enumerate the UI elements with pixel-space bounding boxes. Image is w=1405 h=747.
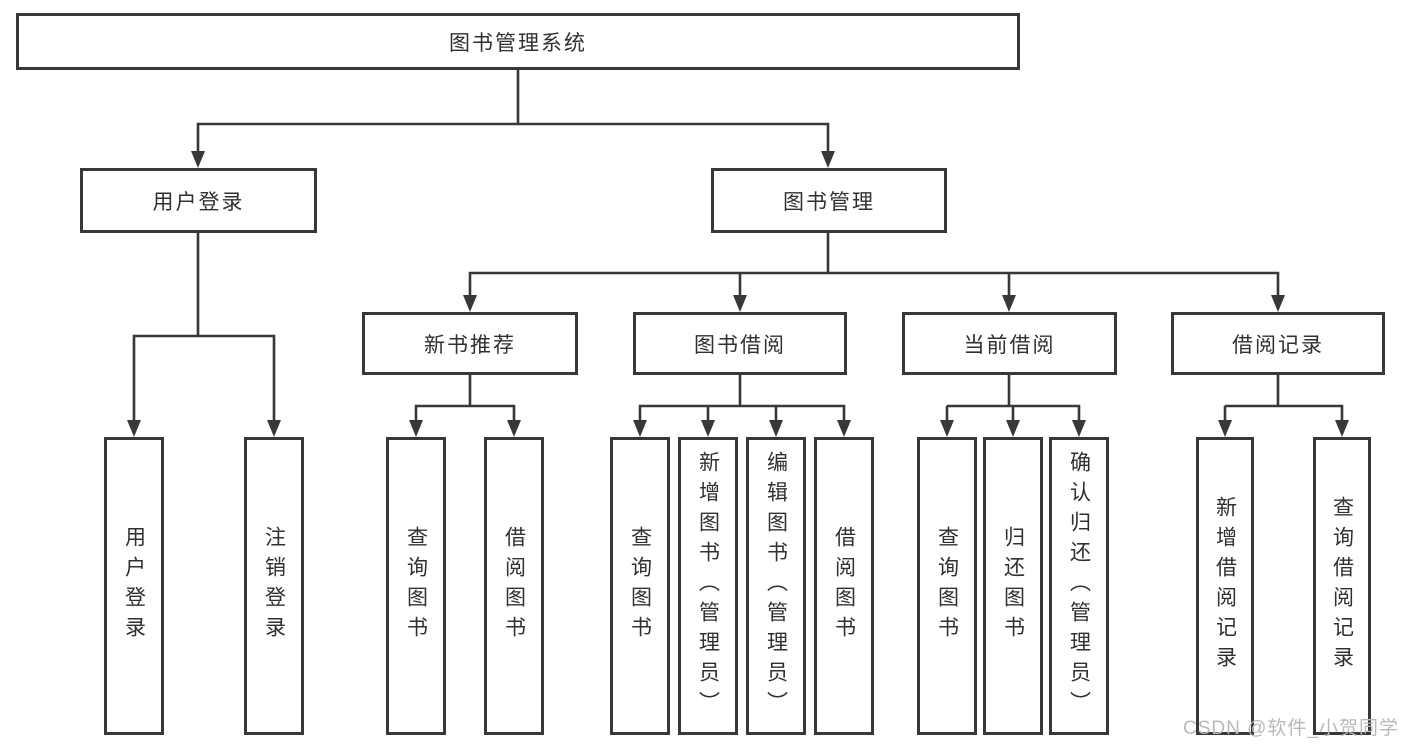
node-label: 查询图书 (628, 526, 652, 646)
node-label: 借阅记录 (1232, 333, 1324, 357)
node-label: 确认归还（管理员） (1067, 451, 1091, 721)
leaf-query-books-borrowing: 查询图书 (610, 437, 670, 735)
node-label: 新增借阅记录 (1213, 496, 1237, 676)
node-label: 新书推荐 (424, 333, 516, 357)
node-current-borrowing: 当前借阅 (902, 312, 1117, 375)
node-label: 查询图书 (404, 526, 428, 646)
node-book-borrowing: 图书借阅 (633, 312, 847, 375)
node-label: 用户登录 (122, 526, 146, 646)
node-label: 用户登录 (152, 190, 245, 214)
node-user-login: 用户登录 (80, 168, 317, 233)
leaf-query-borrow-record: 查询借阅记录 (1313, 437, 1371, 735)
node-label: 注销登录 (262, 526, 286, 646)
node-label: 归还图书 (1001, 526, 1025, 646)
leaf-add-borrow-record: 新增借阅记录 (1196, 437, 1254, 735)
node-label: 借阅图书 (832, 526, 856, 646)
node-label: 借阅图书 (502, 526, 526, 646)
node-label: 查询借阅记录 (1330, 496, 1354, 676)
leaf-borrow-books: 借阅图书 (814, 437, 874, 735)
node-borrowing-records: 借阅记录 (1171, 312, 1385, 375)
leaf-confirm-return-admin: 确认归还（管理员） (1049, 437, 1109, 735)
arrowheads (127, 151, 1349, 437)
leaf-return-books: 归还图书 (983, 437, 1043, 735)
node-new-book-recommendation: 新书推荐 (362, 312, 578, 375)
watermark: CSDN @软件_小贺同学 (1183, 718, 1399, 739)
node-book-management: 图书管理 (711, 168, 947, 233)
node-label: 当前借阅 (963, 333, 1056, 357)
node-label: 新增图书（管理员） (696, 451, 720, 721)
leaf-query-books-recommend: 查询图书 (386, 437, 446, 735)
leaf-borrow-books-recommend: 借阅图书 (484, 437, 544, 735)
node-label: 图书借阅 (694, 333, 786, 357)
leaf-add-books-admin: 新增图书（管理员） (678, 437, 738, 735)
node-label: 图书管理 (783, 190, 875, 214)
node-library-management-system: 图书管理系统 (16, 13, 1020, 70)
node-label: 图书管理系统 (449, 31, 587, 55)
leaf-edit-books-admin: 编辑图书（管理员） (746, 437, 806, 735)
node-label: 查询图书 (935, 526, 959, 646)
leaf-query-books-current: 查询图书 (917, 437, 977, 735)
leaf-logout: 注销登录 (244, 437, 304, 735)
node-label: 编辑图书（管理员） (764, 451, 788, 721)
leaf-user-login: 用户登录 (104, 437, 164, 735)
